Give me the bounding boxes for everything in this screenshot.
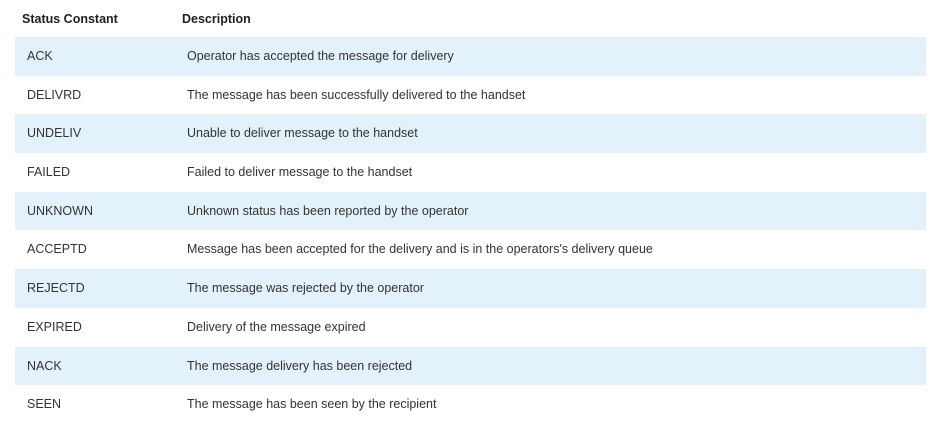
description-cell: Unable to deliver message to the handset — [187, 126, 418, 141]
description-cell: Message has been accepted for the delive… — [187, 242, 653, 257]
description-cell: The message delivery has been rejected — [187, 358, 413, 373]
status-constant-cell: DELIVRD — [27, 87, 82, 102]
table-row: UNKNOWN Unknown status has been reported… — [15, 191, 926, 231]
status-constant-cell: ACK — [27, 49, 53, 63]
table-row: EXPIRED Delivery of the message expired — [15, 308, 926, 347]
status-constant-cell: ACCEPTD — [27, 242, 87, 257]
table-row: DELIVRD The message has been successfull… — [15, 76, 926, 115]
description-cell: Delivery of the message expired — [187, 319, 366, 334]
table-row: SEEN The message has been seen by the re… — [15, 385, 926, 424]
table-row: ACK Operator has accepted the message fo… — [15, 37, 926, 76]
status-constant-cell: UNDELIV — [27, 126, 82, 141]
description-cell: Unknown status has been reported by the … — [187, 203, 469, 218]
status-constant-cell: EXPIRED — [27, 319, 82, 334]
table-row: NACK The message delivery has been rejec… — [15, 346, 926, 386]
status-table: Status Constant Description ACK Operator… — [0, 0, 940, 411]
header-description: Description — [182, 12, 251, 26]
status-constant-cell: REJECTD — [27, 281, 85, 296]
table-row: UNDELIV Unable to deliver message to the… — [15, 114, 926, 154]
table-body: ACK Operator has accepted the message fo… — [15, 37, 926, 424]
table-row: FAILED Failed to deliver message to the … — [15, 153, 926, 192]
status-constant-cell: UNKNOWN — [27, 203, 93, 218]
description-cell: Operator has accepted the message for de… — [187, 49, 454, 63]
header-status-constant: Status Constant — [22, 12, 118, 26]
table-row: ACCEPTD Message has been accepted for th… — [15, 230, 926, 269]
description-cell: The message has been successfully delive… — [187, 87, 526, 102]
table-row: REJECTD The message was rejected by the … — [15, 269, 926, 308]
description-cell: The message has been seen by the recipie… — [187, 397, 437, 412]
status-constant-cell: NACK — [27, 358, 62, 373]
status-constant-cell: SEEN — [27, 397, 62, 412]
table-header: Status Constant Description — [0, 0, 940, 38]
description-cell: The message was rejected by the operator — [187, 281, 424, 296]
description-cell: Failed to deliver message to the handset — [187, 165, 413, 180]
status-constant-cell: FAILED — [27, 165, 71, 180]
